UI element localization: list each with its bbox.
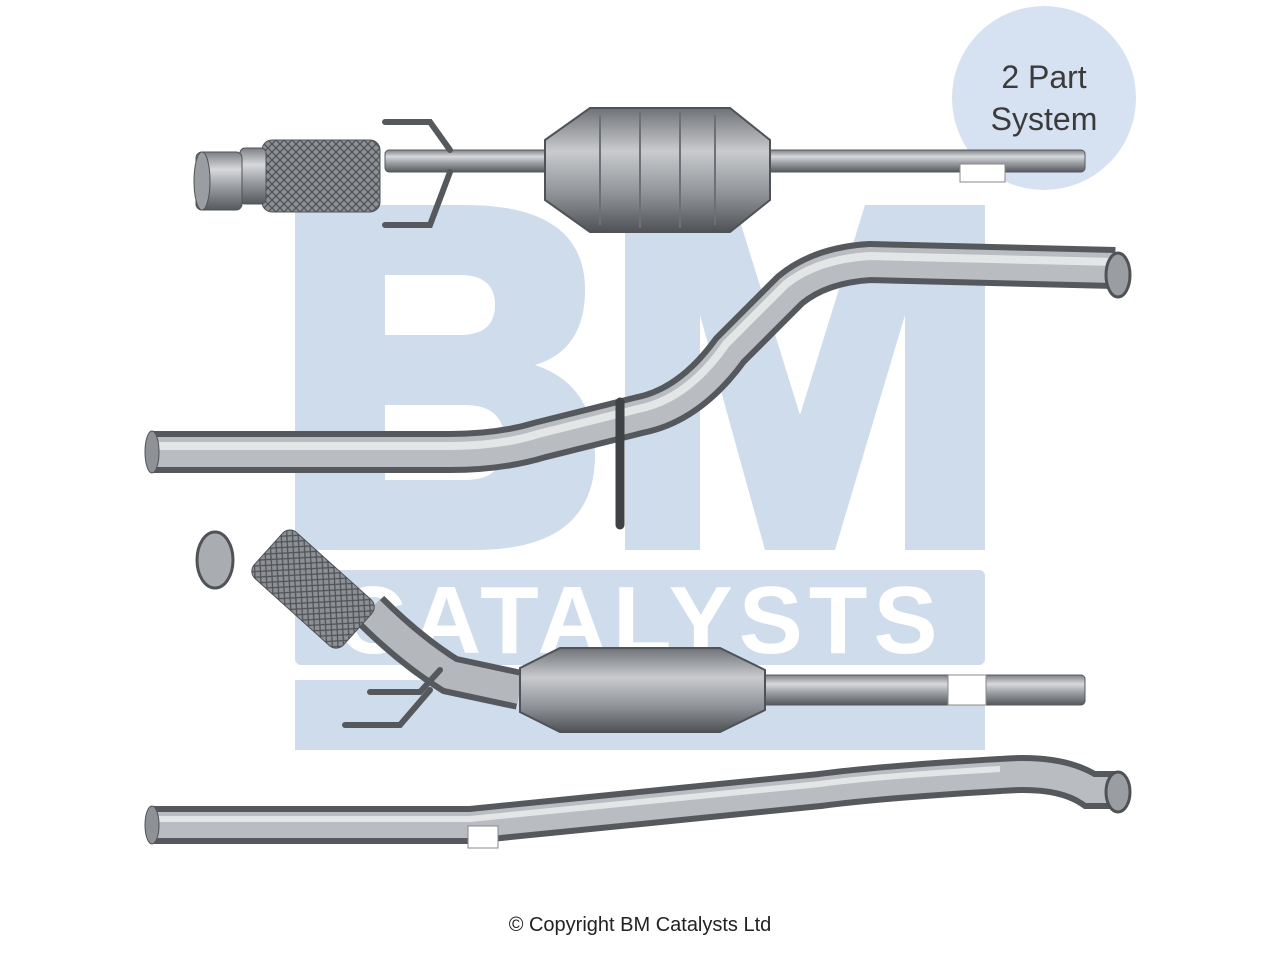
badge-line-2: System xyxy=(990,101,1098,137)
part-front-cat xyxy=(193,107,1086,233)
part-intermediate-pipe xyxy=(144,240,1132,530)
part-rear-cat xyxy=(195,529,1086,733)
badge-line-1: 2 Part xyxy=(1001,59,1087,95)
copyright-text: © Copyright BM Catalysts Ltd xyxy=(508,914,772,936)
part-tail-pipe xyxy=(144,755,1132,849)
